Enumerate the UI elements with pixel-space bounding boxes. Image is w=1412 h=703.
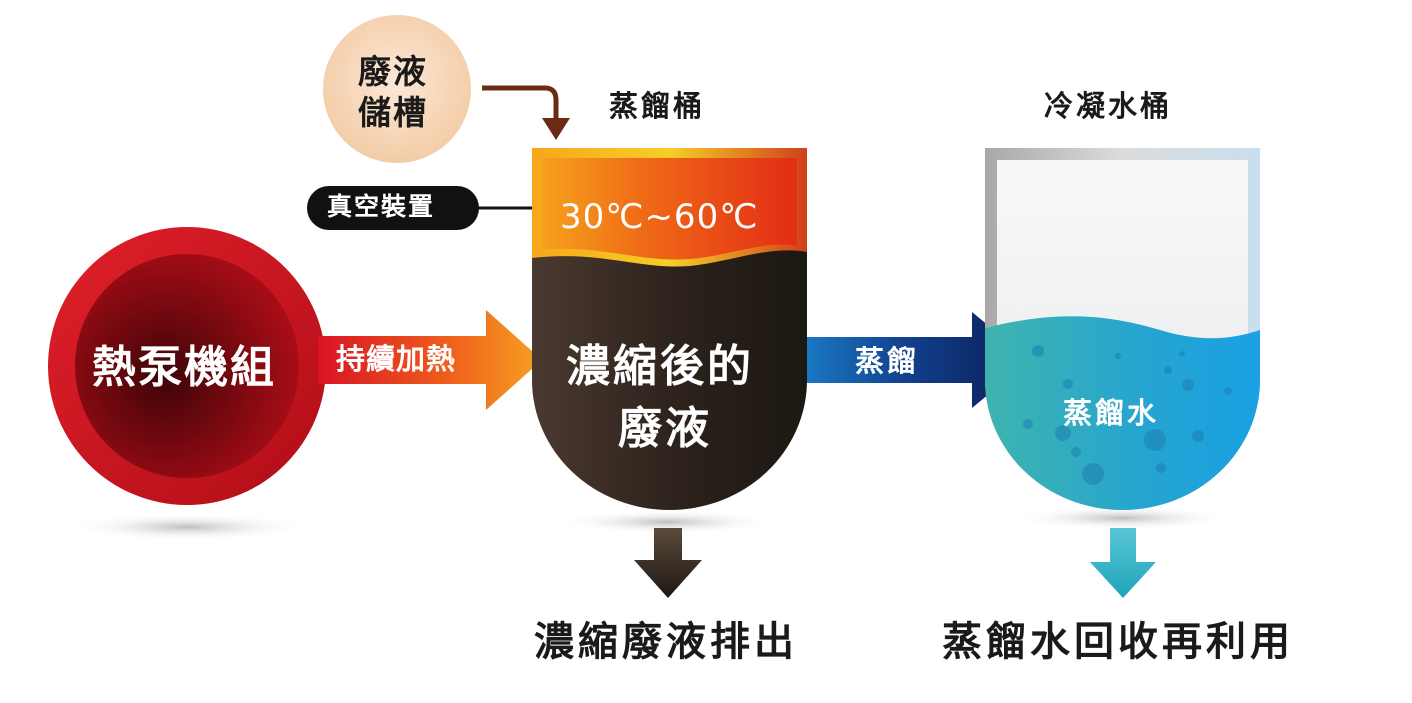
- water-bubbles: [1023, 345, 1232, 485]
- waste-content-line2: 廢液: [618, 403, 712, 454]
- temperature-label: 30℃~60℃: [560, 197, 759, 237]
- waste-content-line1: 濃縮後的: [566, 341, 754, 392]
- vacuum-device-pill: [307, 186, 479, 230]
- water-reuse-arrow: [1090, 528, 1156, 598]
- condensate-tank-title: 冷凝水桶: [1044, 89, 1173, 123]
- distillation-tank: [532, 148, 807, 510]
- water-reuse-label: 蒸餾水回收再利用: [942, 619, 1294, 665]
- waste-tank-label-line1: 廢液: [358, 52, 428, 91]
- temperature-layer: [542, 158, 797, 260]
- distill-tank-title: 蒸餾桶: [609, 89, 706, 123]
- condensate-tank-shadow: [1012, 506, 1232, 530]
- feed-arrow-line: [482, 85, 559, 120]
- distilled-water: [985, 316, 1260, 510]
- heat-pump-shadow: [67, 513, 307, 541]
- heat-pump-label: 熱泵機組: [92, 342, 276, 393]
- feed-arrow-head: [542, 118, 570, 140]
- distill-tank-shadow: [557, 510, 777, 534]
- vacuum-device-label: 真空裝置: [327, 192, 436, 221]
- heating-arrow-label: 持續加熱: [336, 342, 457, 376]
- distillation-arrow: [807, 312, 1030, 408]
- heat-pump-core: [75, 254, 299, 478]
- distill-arrow-label: 蒸餾: [855, 344, 920, 378]
- concentrate-discharge-label: 濃縮廢液排出: [534, 619, 798, 665]
- waste-tank-label-line2: 儲槽: [358, 93, 428, 132]
- waste-storage-tank: [323, 15, 471, 163]
- distilled-water-label: 蒸餾水: [1063, 396, 1160, 430]
- heating-arrow: [318, 310, 542, 410]
- concentrate-discharge-arrow: [634, 528, 702, 598]
- condensate-tank: [985, 148, 1260, 510]
